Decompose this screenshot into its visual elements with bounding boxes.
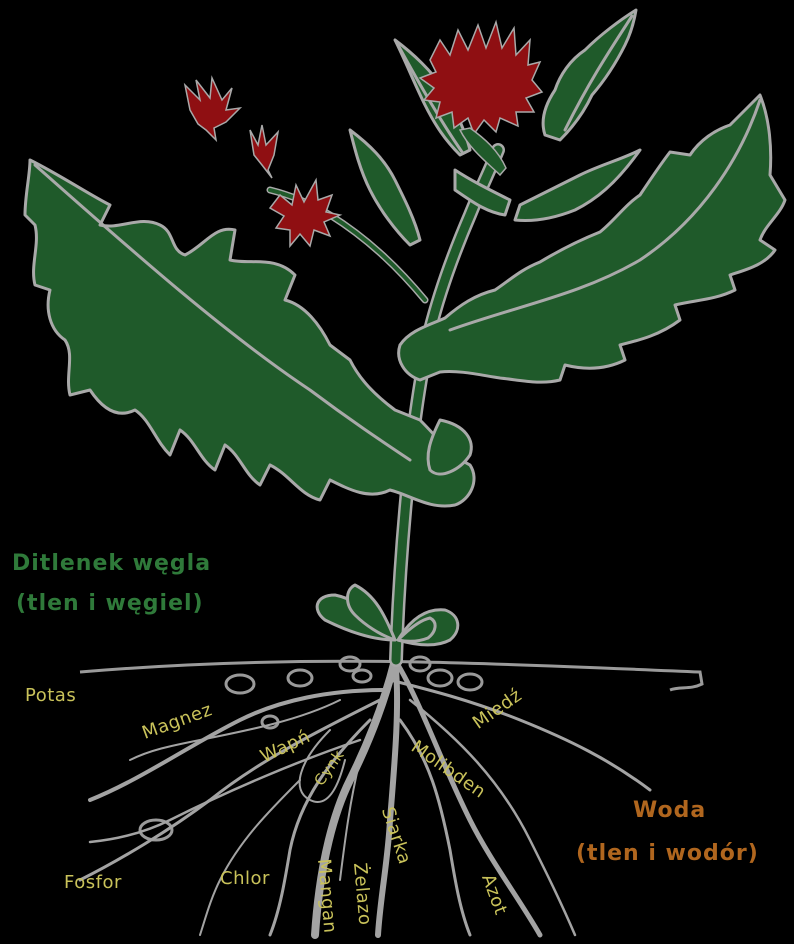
flower-head (420, 22, 542, 175)
water-label-line1: Woda (633, 800, 706, 822)
nutrient-mangan: Mangan (314, 858, 338, 934)
nutrient-potas: Potas (25, 687, 76, 705)
nutrient-chlor: Chlor (220, 870, 270, 888)
nutrient-fosfor: Fosfor (64, 874, 122, 892)
water-label-line2: (tlen i wodór) (576, 843, 759, 865)
co2-label-line1: Ditlenek węgla (12, 553, 211, 575)
nutrient-zelazo: Żelazo (350, 862, 373, 926)
co2-label-line2: (tlen i węgiel) (16, 593, 204, 615)
flower-buds (185, 78, 340, 246)
